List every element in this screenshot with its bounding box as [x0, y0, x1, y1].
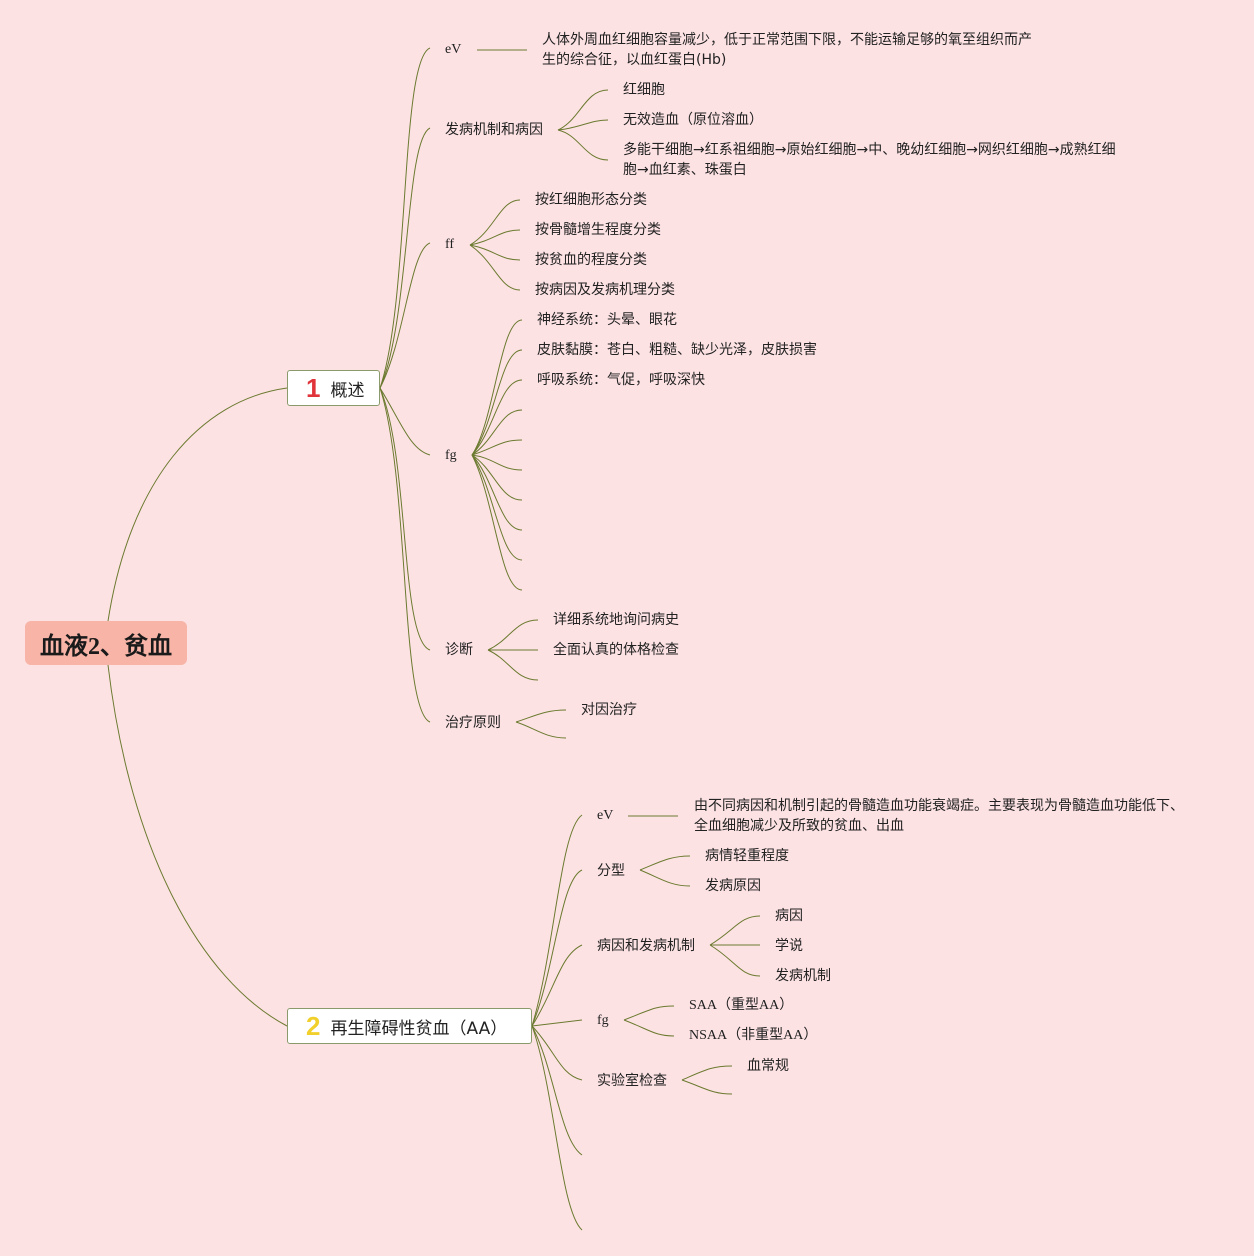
leaf-item[interactable]: 对因治疗	[581, 702, 637, 718]
leaf-item[interactable]: 按贫血的程度分类	[535, 252, 647, 268]
branch-label: 再生障碍性贫血（AA）	[330, 1018, 508, 1039]
leaf-item[interactable]: 学说	[775, 938, 803, 954]
node-pathogenesis[interactable]: 发病机制和病因	[445, 122, 543, 138]
leaf-item[interactable]: 全面认真的体格检查	[553, 642, 679, 658]
leaf-item[interactable]: 发病机制	[775, 968, 831, 984]
leaf-item[interactable]: 呼吸系统：气促，呼吸深快	[537, 372, 705, 388]
leaf-item[interactable]: 无效造血（原位溶血）	[623, 112, 763, 128]
leaf-item[interactable]: SAA（重型AA）	[689, 998, 794, 1013]
leaf-item[interactable]: 皮肤黏膜：苍白、粗糙、缺少光泽，皮肤损害	[537, 342, 817, 358]
node-lab-tests[interactable]: 实验室检查	[597, 1073, 667, 1089]
node-ev[interactable]: eV	[445, 42, 462, 57]
leaf-item[interactable]: 按病因及发病机理分类	[535, 282, 675, 298]
branch-number-2: 2	[306, 1010, 321, 1041]
node-fg[interactable]: fg	[445, 448, 457, 463]
node-ev-detail[interactable]: 由不同病因和机制引起的骨髓造血功能衰竭症。主要表现为骨髓造血功能低下、全血细胞减…	[694, 798, 1184, 834]
node-treatment[interactable]: 治疗原则	[445, 715, 501, 731]
leaf-item[interactable]: 按骨髓增生程度分类	[535, 222, 661, 238]
leaf-item[interactable]: 按红细胞形态分类	[535, 192, 647, 208]
branch-number-1: 1	[306, 372, 321, 403]
node-typing[interactable]: 分型	[597, 863, 625, 879]
node-ff[interactable]: ff	[445, 237, 455, 252]
node-ev-detail[interactable]: 人体外周血红细胞容量减少，低于正常范围下限，不能运输足够的氧至组织而产生的综合征…	[542, 32, 1032, 68]
leaf-item[interactable]: 红细胞	[623, 82, 665, 98]
branch-overview[interactable]: 1 概述	[287, 370, 380, 406]
node-fg[interactable]: fg	[597, 1013, 609, 1028]
leaf-item[interactable]: 发病原因	[705, 878, 761, 894]
leaf-item[interactable]: 血常规	[747, 1058, 789, 1074]
leaf-item[interactable]: 神经系统：头晕、眼花	[537, 312, 677, 328]
leaf-item[interactable]: NSAA（非重型AA）	[689, 1028, 818, 1043]
node-ev[interactable]: eV	[597, 808, 614, 823]
branch-label: 概述	[330, 380, 365, 401]
branch-aplastic-anemia[interactable]: 2 再生障碍性贫血（AA）	[287, 1008, 532, 1044]
leaf-item[interactable]: 多能干细胞→红系祖细胞→原始红细胞→中、晚幼红细胞→网织红细胞→成熟红细胞→血红…	[623, 142, 1116, 178]
leaf-item[interactable]: 病情轻重程度	[705, 848, 789, 864]
root-topic[interactable]: 血液2、贫血	[25, 621, 187, 665]
node-etiology[interactable]: 病因和发病机制	[597, 938, 695, 954]
leaf-item[interactable]: 详细系统地询问病史	[553, 612, 679, 628]
node-diagnosis[interactable]: 诊断	[445, 642, 473, 658]
leaf-item[interactable]: 病因	[775, 908, 803, 924]
